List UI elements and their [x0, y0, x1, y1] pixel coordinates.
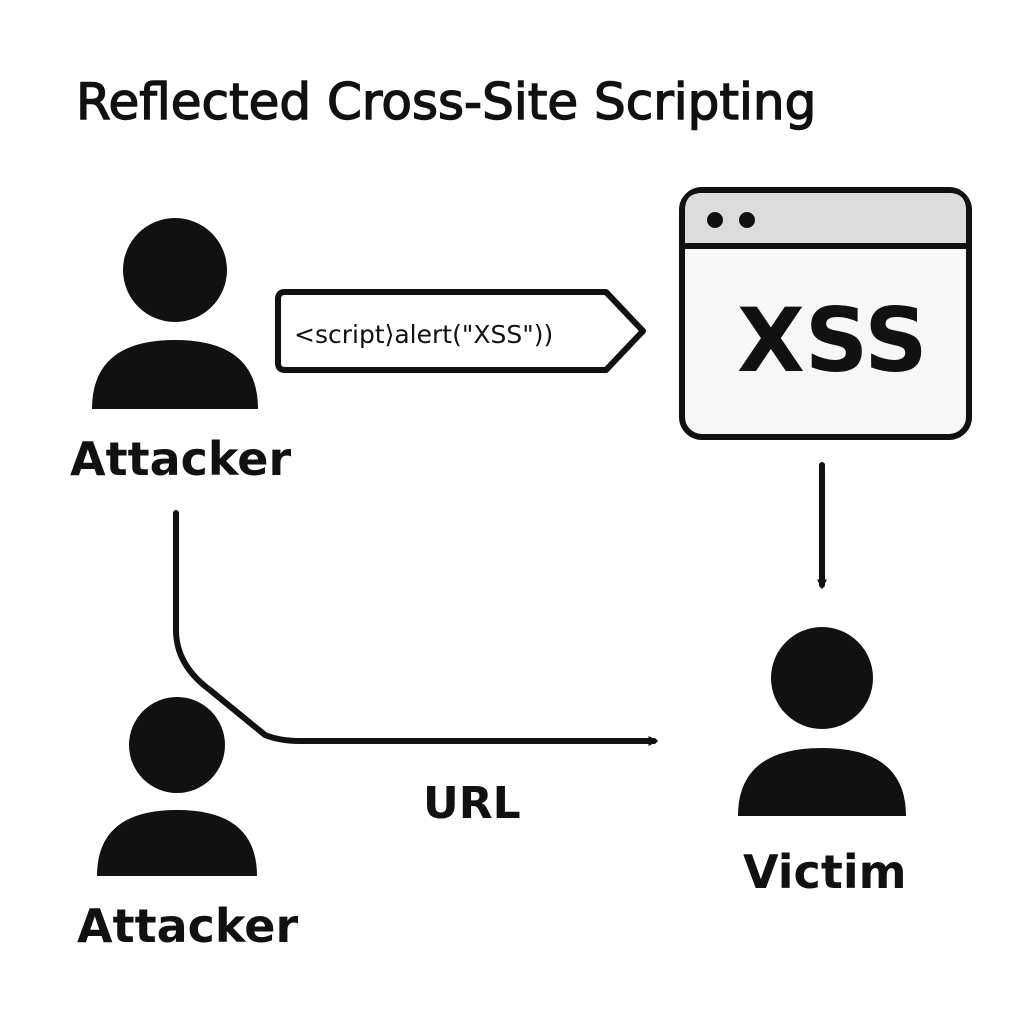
payload-tag: <script⟩alert("XSS")) [275, 289, 646, 373]
browser-content-text: XSS [737, 289, 928, 392]
diagram-title: Reflected Cross-Site Scripting [76, 73, 816, 131]
connector-attacker-top-to-url [173, 510, 659, 746]
attacker-bottom-person-icon [97, 697, 257, 876]
browser-window-icon: XSS [679, 187, 972, 440]
attacker-bottom-label: Attacker [77, 899, 298, 953]
browser-dot-icon [707, 212, 723, 228]
victim-label: Victim [743, 845, 907, 899]
payload-code-text: <script⟩alert("XSS")) [294, 320, 553, 349]
victim-person-icon [738, 627, 906, 816]
browser-dot-icon [739, 212, 755, 228]
attacker-top-person-icon [92, 218, 258, 409]
attacker-top-label: Attacker [70, 432, 291, 486]
url-label: URL [423, 778, 521, 829]
